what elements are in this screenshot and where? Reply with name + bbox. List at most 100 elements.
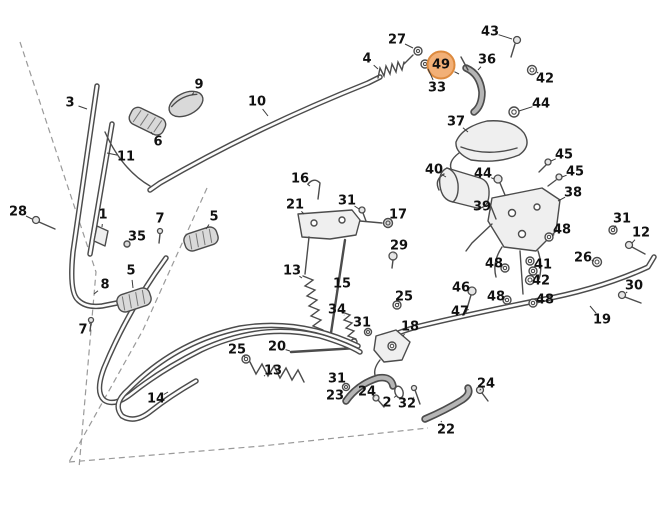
part-label-34[interactable]: 34 (327, 302, 347, 318)
part-label-31[interactable]: 31 (327, 371, 347, 387)
fasteners-center (241, 206, 489, 408)
part-label-44[interactable]: 44 (473, 166, 493, 182)
part-label-14[interactable]: 14 (146, 391, 166, 407)
part-label-35[interactable]: 35 (127, 229, 147, 245)
part-label-20[interactable]: 20 (267, 339, 287, 355)
part-label-5[interactable]: 5 (209, 209, 219, 225)
part-label-33[interactable]: 33 (427, 80, 447, 96)
part-label-31[interactable]: 31 (612, 211, 632, 227)
leader-line (131, 279, 134, 289)
part-label-43[interactable]: 43 (480, 24, 500, 40)
leader-line (243, 355, 246, 358)
leader-line (479, 388, 482, 391)
part-label-12[interactable]: 12 (631, 225, 651, 241)
leader-line (404, 43, 414, 49)
part-label-31[interactable]: 31 (337, 193, 357, 209)
part-label-48[interactable]: 48 (486, 289, 506, 305)
part-label-13[interactable]: 13 (263, 363, 283, 379)
upper-control-rod (147, 74, 383, 193)
part-label-42[interactable]: 42 (535, 71, 555, 87)
part-label-3[interactable]: 3 (65, 95, 75, 111)
part-label-42[interactable]: 42 (531, 273, 551, 289)
part-label-22[interactable]: 22 (436, 422, 456, 438)
part-label-37[interactable]: 37 (446, 114, 466, 130)
part-label-4[interactable]: 4 (362, 51, 372, 67)
part-label-18[interactable]: 18 (400, 319, 420, 335)
leader-line (393, 395, 397, 398)
part-label-40[interactable]: 40 (424, 162, 444, 178)
leader-line (518, 106, 533, 112)
part-label-6[interactable]: 6 (153, 134, 163, 150)
part-label-7[interactable]: 7 (155, 211, 165, 227)
part-label-28[interactable]: 28 (8, 204, 28, 220)
leader-line (402, 333, 405, 337)
part-label-16[interactable]: 16 (290, 171, 310, 187)
leader-line (205, 224, 210, 230)
part-label-8[interactable]: 8 (100, 277, 110, 293)
part-label-48[interactable]: 48 (535, 292, 555, 308)
part-label-47[interactable]: 47 (450, 304, 470, 320)
part-label-25[interactable]: 25 (394, 289, 414, 305)
leader-line (561, 174, 567, 178)
leader-line (354, 205, 360, 210)
part-label-9[interactable]: 9 (194, 77, 204, 93)
leader-line (490, 177, 495, 180)
leader-line (301, 211, 305, 215)
part-label-24[interactable]: 24 (357, 384, 377, 400)
lower-control-rod (379, 254, 657, 344)
knob-part (168, 90, 204, 118)
part-label-27[interactable]: 27 (387, 32, 407, 48)
leader-line (441, 174, 447, 178)
leader-line (262, 108, 269, 117)
part-label-5[interactable]: 5 (126, 263, 136, 279)
leader-line (591, 259, 595, 262)
part-label-46[interactable]: 46 (451, 280, 471, 296)
part-label-49[interactable]: 49 (431, 57, 451, 73)
leader-line (550, 158, 557, 162)
part-label-45[interactable]: 45 (565, 164, 585, 180)
part-label-17[interactable]: 17 (388, 207, 408, 223)
leader-line (631, 239, 636, 244)
part-label-26[interactable]: 26 (573, 250, 593, 266)
highlight-circle (426, 50, 456, 80)
leader-line (150, 131, 154, 135)
part-label-1[interactable]: 1 (98, 207, 108, 223)
part-label-48[interactable]: 48 (484, 256, 504, 272)
part-label-36[interactable]: 36 (477, 52, 497, 68)
fasteners-right (465, 35, 646, 313)
leader-line (25, 215, 33, 220)
part-label-10[interactable]: 10 (247, 94, 267, 110)
part-label-31[interactable]: 31 (352, 315, 372, 331)
part-label-38[interactable]: 38 (563, 185, 583, 201)
leader-line (93, 290, 99, 295)
part-label-32[interactable]: 32 (397, 396, 417, 412)
part-label-13[interactable]: 13 (282, 263, 302, 279)
leader-line (536, 71, 539, 74)
part-label-30[interactable]: 30 (624, 278, 644, 294)
leader-line (498, 34, 513, 40)
part-label-39[interactable]: 39 (472, 199, 492, 215)
leader-line (477, 66, 482, 71)
part-label-23[interactable]: 23 (325, 388, 345, 404)
part-label-25[interactable]: 25 (227, 342, 247, 358)
part-label-19[interactable]: 19 (592, 312, 612, 328)
part-label-29[interactable]: 29 (389, 238, 409, 254)
part-label-41[interactable]: 41 (533, 257, 553, 273)
leader-line (413, 396, 415, 398)
part-label-24[interactable]: 24 (476, 376, 496, 392)
part-label-48[interactable]: 48 (552, 222, 572, 238)
leader-line (427, 68, 434, 81)
leader-line (163, 391, 169, 395)
part-label-7[interactable]: 7 (78, 322, 88, 338)
part-label-45[interactable]: 45 (554, 147, 574, 163)
part-label-2[interactable]: 2 (382, 395, 392, 411)
leader-line (454, 71, 460, 75)
leader-line (397, 302, 400, 305)
part-label-21[interactable]: 21 (285, 197, 305, 213)
leader-line (263, 374, 266, 377)
part-label-11[interactable]: 11 (116, 149, 136, 165)
leader-line (373, 64, 379, 70)
part-label-44[interactable]: 44 (531, 96, 551, 112)
part-label-15[interactable]: 15 (332, 276, 352, 292)
